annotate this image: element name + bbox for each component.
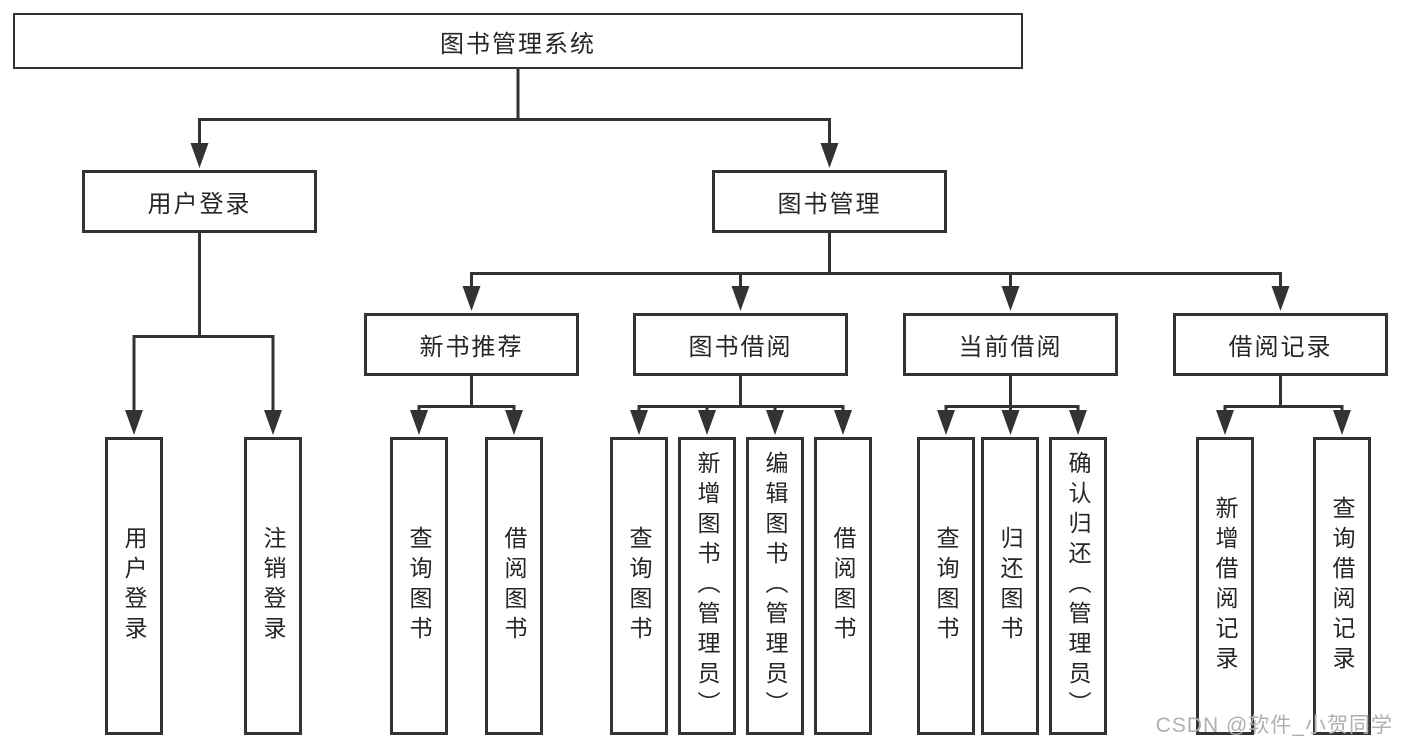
leaf-br-add-record: 新增借阅记录: [1196, 437, 1254, 735]
leaf-nb-query-books: 查询图书: [390, 437, 448, 735]
arrowhead: [505, 410, 523, 435]
leaf-cb-return-books: 归还图书: [981, 437, 1039, 735]
leaf-nb-borrow-books: 借阅图书: [485, 437, 543, 735]
node-new-book-recommendation: 新书推荐: [364, 313, 579, 376]
level1-bracket: [198, 118, 831, 145]
node-current-borrowing: 当前借阅: [903, 313, 1118, 376]
arrowhead: [125, 410, 143, 435]
leaf-cb-confirm-return-admin: 确认归还（管理员）: [1049, 437, 1107, 735]
arrowhead: [410, 410, 428, 435]
new-book-bracket: [417, 405, 516, 412]
node-user-login: 用户登录: [82, 170, 317, 233]
leaf-cb-query-books: 查询图书: [917, 437, 975, 735]
arrowhead: [731, 286, 750, 311]
leaf-bb-edit-books-admin: 编辑图书（管理员）: [746, 437, 804, 735]
leaf-br-query-record: 查询借阅记录: [1313, 437, 1371, 735]
leaf-bb-query-books: 查询图书: [610, 437, 668, 735]
book-borrowing-bracket: [637, 405, 845, 412]
arrowhead: [190, 143, 209, 168]
arrowhead: [698, 410, 716, 435]
arrowhead: [630, 410, 648, 435]
leaf-user-login: 用户登录: [105, 437, 163, 735]
node-borrowing-records: 借阅记录: [1173, 313, 1388, 376]
arrowhead: [1333, 410, 1351, 435]
book-management-bracket: [470, 272, 1282, 288]
arrowhead: [264, 410, 282, 435]
user-login-bracket: [132, 335, 275, 412]
arrowhead: [766, 410, 784, 435]
leaf-bb-borrow-books: 借阅图书: [814, 437, 872, 735]
leaf-logout: 注销登录: [244, 437, 302, 735]
csdn-watermark: CSDN @软件_小贺同学: [1155, 714, 1393, 737]
borrowing-records-bracket: [1223, 405, 1344, 412]
arrowhead: [820, 143, 839, 168]
arrowhead: [462, 286, 481, 311]
arrowhead: [1001, 410, 1020, 435]
arrowhead: [1001, 286, 1020, 311]
node-root: 图书管理系统: [13, 13, 1023, 69]
leaf-bb-add-books-admin: 新增图书（管理员）: [678, 437, 736, 735]
arrowhead: [1216, 410, 1234, 435]
node-book-borrowing: 图书借阅: [633, 313, 848, 376]
node-book-management: 图书管理: [712, 170, 947, 233]
arrowhead: [1271, 286, 1290, 311]
arrowhead: [834, 410, 852, 435]
arrowhead: [937, 410, 955, 435]
arrowhead: [1069, 410, 1087, 435]
